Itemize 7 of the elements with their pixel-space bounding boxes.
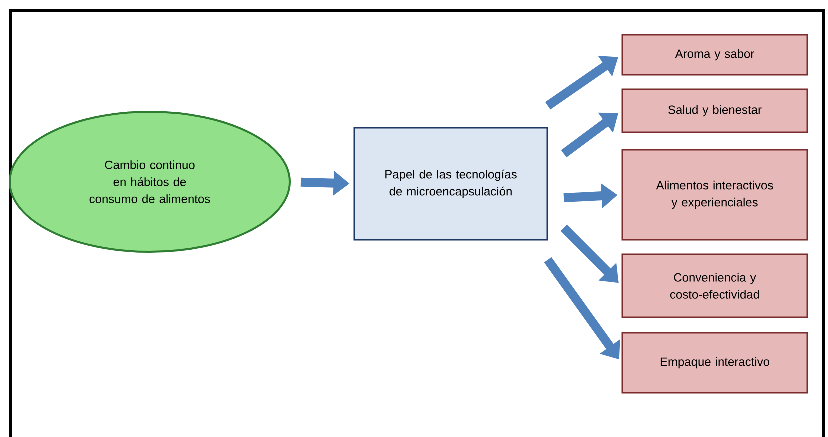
outcome-box: Aroma y sabor [622, 34, 808, 76]
outcome-box: Alimentos interactivos y experienciales [622, 149, 808, 241]
process-box: Papel de las tecnologías de microencapsulación [354, 127, 548, 241]
outcome-box: Empaque interactivo [622, 332, 808, 394]
ellipse-node: Cambio continuo en hábitos de consumo de alimentos [9, 111, 291, 253]
outcome-box: Conveniencia y costo-efectividad [622, 254, 808, 318]
outcome-box: Salud y bienestar [622, 88, 808, 134]
